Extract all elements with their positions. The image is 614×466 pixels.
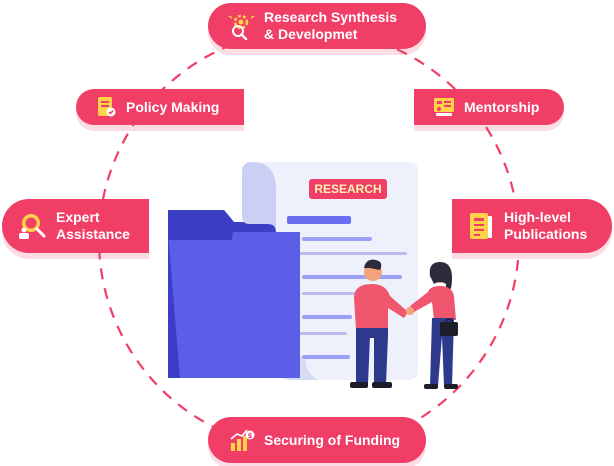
node-expert-assistance: Expert Assistance: [2, 199, 149, 253]
research-document-tag: RESEARCH: [309, 179, 387, 199]
node-expert-assistance-line2: Assistance: [56, 226, 130, 242]
node-high-level-publications: High-level Publications: [452, 199, 612, 253]
node-research-synthesis-label: Research Synthesis & Developmet: [264, 9, 397, 42]
node-research-synthesis-line1: Research Synthesis: [264, 9, 398, 26]
node-research-synthesis-line2: & Developmet: [264, 26, 358, 42]
node-expert-assistance-label: Expert Assistance: [56, 209, 130, 242]
node-securing-funding-label: Securing of Funding: [264, 431, 401, 448]
policy-document-icon: [94, 95, 118, 119]
node-mentorship: Mentorship: [414, 89, 564, 125]
node-research-synthesis: Research Synthesis & Developmet: [208, 3, 426, 49]
node-expert-assistance-line1: Expert: [56, 209, 100, 226]
node-policy-making: Policy Making: [76, 89, 244, 125]
mentorship-board-icon: [432, 95, 456, 119]
node-mentorship-label: Mentorship: [464, 98, 540, 115]
node-high-level-publications-label: High-level Publications: [504, 209, 587, 242]
funding-chart-icon: $: [228, 426, 256, 454]
handshake-people-illustration: [350, 259, 458, 389]
gear-search-icon: [226, 11, 256, 41]
svg-text:$: $: [248, 432, 253, 440]
node-high-level-publications-line2: Publications: [504, 226, 588, 242]
expert-magnifier-icon: [16, 210, 48, 242]
publication-book-icon: [466, 210, 496, 242]
node-policy-making-label: Policy Making: [126, 98, 220, 115]
node-securing-funding: $ Securing of Funding: [208, 417, 426, 463]
node-high-level-publications-line1: High-level: [504, 209, 571, 226]
